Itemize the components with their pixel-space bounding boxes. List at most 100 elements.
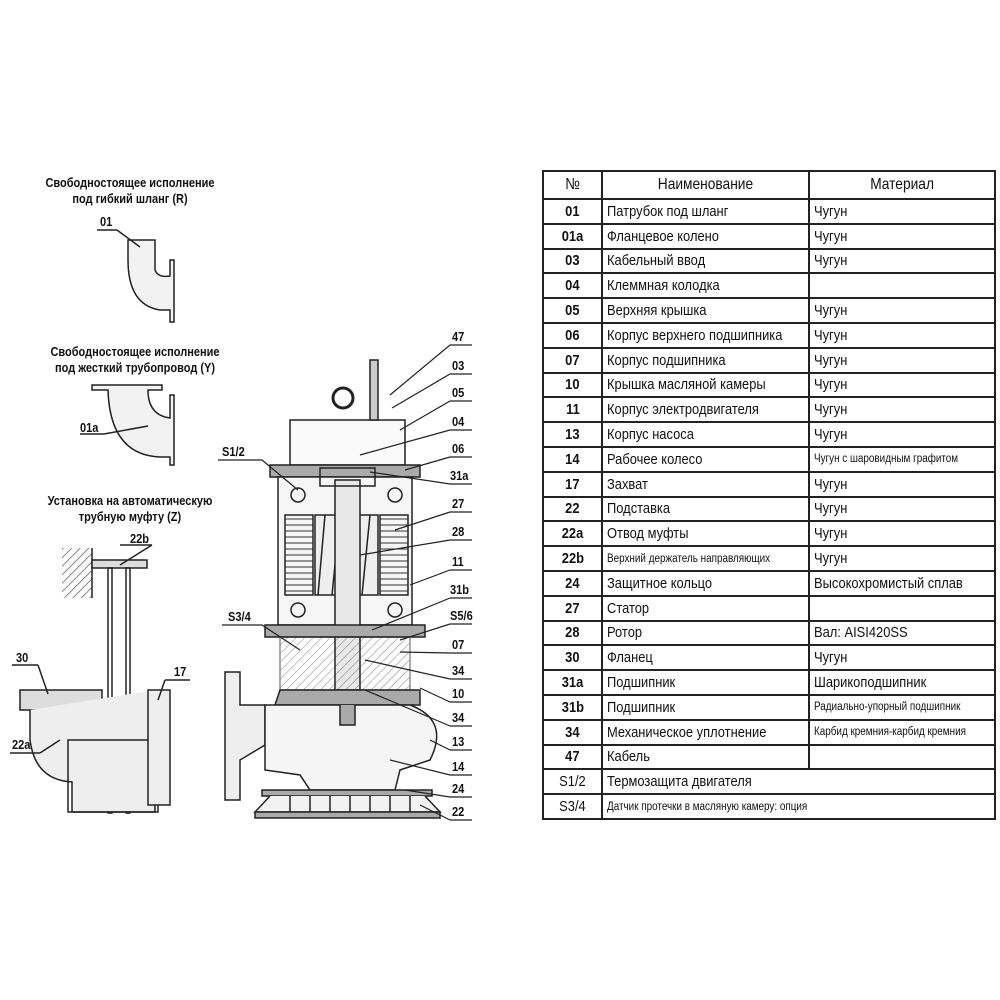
part-name: Верхний держатель направляющих [601,545,810,572]
part-number-text: 31a [561,674,584,692]
part-material-text: Чугун [814,351,848,369]
part-name: Фланцевое колено [601,222,810,250]
part-number-text: 13 [565,426,580,444]
part-name: Патрубок под шланг [601,198,810,225]
label-14: 14 [452,759,465,774]
part-number-text: 06 [565,326,580,344]
part-number: 17 [542,470,603,498]
part-material-text: Чугун [814,426,848,444]
part-name: Клеммная колодка [601,272,810,300]
part-number: 03 [542,247,603,275]
part-material: Чугун [808,371,996,399]
part-name-text: Защитное кольцо [607,574,713,592]
part-number: 28 [542,619,603,647]
part-number: 47 [542,743,603,771]
label-11: 11 [452,554,464,569]
part-name: Корпус подшипника [601,346,810,374]
label-s5-6: S5/6 [450,608,473,623]
part-number: 24 [542,569,603,597]
part-number-text: 28 [565,624,580,642]
part-material-text: Вал: AISI420SS [814,624,908,642]
part-number-text: 47 [565,748,580,766]
part-number: 22a [542,520,603,548]
label-04: 04 [452,414,465,429]
part-name: Статор [601,594,810,622]
part-number: 34 [542,718,603,746]
part-number-text: 01 [565,202,580,220]
part-material-text: Радиально-упорный подшипник [814,701,961,714]
label-07: 07 [452,637,465,652]
part-name-text: Крышка масляной камеры [607,376,766,394]
part-material [808,594,996,622]
part-material-text: Чугун с шаровидным графитом [814,453,959,466]
part-material: Вал: AISI420SS [808,619,996,647]
label-30: 30 [16,650,29,665]
part-material-text: Карбид кремния-карбид кремния [814,726,966,739]
part-material: Чугун [808,247,996,275]
part-name-text: Патрубок под шланг [607,202,729,220]
part-number: 07 [542,346,603,374]
part-material-text: Чугун [814,227,848,245]
label-13: 13 [452,734,465,749]
part-number: 27 [542,594,603,622]
part-material-text: Шарикоподшипник [814,674,927,692]
label-24: 24 [452,781,465,796]
header-text: Материал [870,176,934,193]
caption-rigid: Свободностоящее исполнение под жесткий т… [38,344,232,376]
part-material: Радиально-упорный подшипник [808,693,996,721]
part-number-text: 05 [565,302,580,320]
part-material-text: Чугун [814,525,848,543]
label-28: 28 [452,524,465,539]
table-row: 27 Статор [542,594,996,622]
part-name-text: Отвод муфты [607,525,689,543]
label-34: 34 [452,710,465,725]
part-number-text: 14 [565,450,580,468]
part-number: 14 [542,445,603,473]
sensor-description-text: Датчик протечки в масляную камеру: опция [607,800,808,813]
label-06: 06 [452,441,465,456]
caption-line: Установка на автоматическую [47,494,213,508]
part-name-text: Фланец [607,649,653,667]
part-name: Кабель [601,743,810,771]
sensor-number-text: S1/2 [559,773,586,791]
label-03: 03 [452,358,465,373]
label-22: 22 [452,804,465,819]
label-s1-2: S1/2 [222,444,245,459]
label-01a: 01a [80,420,99,435]
caption-line: Свободностоящее исполнение [45,176,215,190]
part-name: Отвод муфты [601,520,810,548]
caption-line: трубную муфту (Z) [78,510,182,524]
part-number: 11 [542,396,603,424]
part-material: Шарикоподшипник [808,669,996,696]
label-27: 27 [452,496,465,511]
part-name: Крышка масляной камеры [601,371,810,399]
part-material-text: Чугун [814,302,848,320]
part-material-text: Чугун [814,649,848,667]
part-material-text: Высокохромистый сплав [814,574,963,592]
part-name: Защитное кольцо [601,569,810,597]
label-22b: 22b [130,531,150,546]
caption-line: Свободностоящее исполнение [50,345,220,359]
part-number: 01 [542,198,603,225]
part-material-text: Чугун [814,401,848,419]
part-name-text: Фланцевое колено [607,227,719,245]
sensor-description: Датчик протечки в масляную камеру: опция [601,793,996,820]
label-22a: 22a [12,737,31,752]
part-number: 01a [542,222,603,250]
table-row: 47 Кабель [542,743,996,771]
part-number-text: 27 [565,599,580,617]
